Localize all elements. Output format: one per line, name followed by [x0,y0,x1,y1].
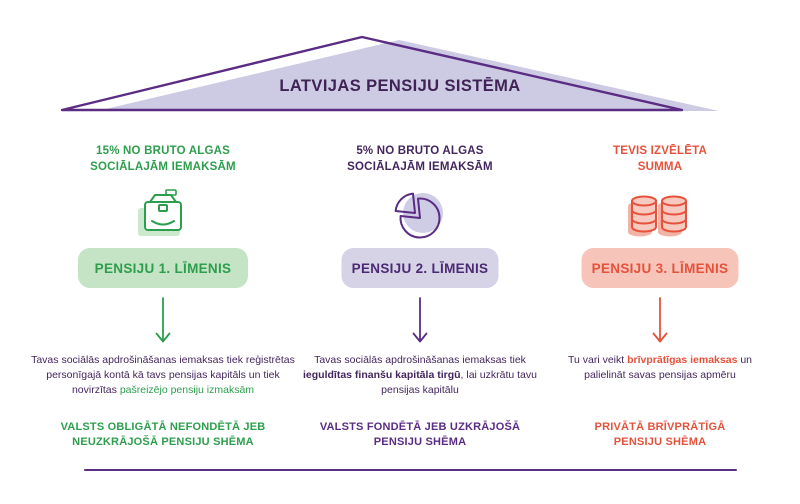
coin-stacks-icon [540,187,780,247]
down-arrow-icon [302,297,538,349]
description-highlight: pašreizējo pensiju izmaksām [119,384,255,396]
contribution-heading-line1: 5% NO BRUTO ALGAS [356,145,484,157]
scheme-label: VALSTS OBLIGĀTĀ NEFONDĒTĀ JEB NEUZKRĀJOŠ… [23,420,303,450]
roof-shadow [97,40,719,111]
description-text: Tavas sociālās apdrošināšanas iemaksas t… [31,354,295,396]
pension-level-2-pill: PENSIJU 2. LĪMENIS [341,248,499,288]
contribution-heading-line2: SOCIĀLAJĀM IEMAKSĀM [347,161,493,173]
level-3-description: Tu vari veikt brīvprātīgas iemaksas un p… [547,353,773,383]
scheme-label-line2: NEUZKRĀJOŠĀ PENSIJU SHĒMA [72,436,254,448]
scheme-label-line1: PRIVĀTĀ BRĪVPRĀTĪGĀ [594,421,726,433]
scheme-label-line1: VALSTS FONDĒTĀ JEB UZKRĀJOŠĀ [319,421,521,433]
contribution-heading-line1: TEVIS IZVĒLĒTA [613,145,707,157]
roof-outline [60,35,684,112]
contribution-heading-line2: SUMMA [637,161,683,173]
pension-level-3-pill: PENSIJU 3. LĪMENIS [581,248,739,288]
contribution-heading: 15% NO BRUTO ALGAS SOCIĀLAJĀM IEMAKSĀM [23,143,303,175]
pension-level-1-pill: PENSIJU 1. LĪMENIS [78,248,248,288]
description-bold: ieguldītas finanšu kapitāla tirgū [303,369,461,381]
column-level-1: 15% NO BRUTO ALGAS SOCIĀLAJĀM IEMAKSĀM P… [23,143,303,504]
description-text: Tavas sociālās apdrošināšanas iemaksas t… [314,354,526,366]
floor-line [84,469,737,471]
pie-chart-icon [302,187,538,247]
scheme-label-line2: PENSIJU SHĒMA [613,436,707,448]
description-text: , lai uzkrātu tavu pensijas kapitālu [381,369,537,396]
level-1-description: Tavas sociālās apdrošināšanas iemaksas t… [24,353,302,398]
down-arrow-icon [540,297,780,349]
scheme-label: PRIVĀTĀ BRĪVPRĀTĪGĀ PENSIJU SHĒMA [540,420,780,450]
down-arrow-icon [23,297,303,349]
scheme-label-line1: VALSTS OBLIGĀTĀ NEFONDĒTĀ JEB [60,421,266,433]
column-level-2: 5% NO BRUTO ALGAS SOCIĀLAJĀM IEMAKSĀM PE… [302,143,538,504]
description-text: un palielināt savas pensijas apmēru [584,354,753,381]
roof-shape [60,35,719,112]
contribution-heading-line2: SOCIĀLAJĀM IEMAKSĀM [90,161,236,173]
description-text: Tu vari veikt [567,354,628,366]
contribution-heading-line1: 15% NO BRUTO ALGAS [96,145,230,157]
briefcase-icon [23,187,303,247]
contribution-heading: 5% NO BRUTO ALGAS SOCIĀLAJĀM IEMAKSĀM [302,143,538,175]
scheme-label: VALSTS FONDĒTĀ JEB UZKRĀJOŠĀ PENSIJU SHĒ… [302,420,538,450]
page-title: LATVIJAS PENSIJU SISTĒMA [279,77,521,95]
column-level-3: TEVIS IZVĒLĒTA SUMMA [540,143,780,504]
scheme-label-line2: PENSIJU SHĒMA [373,436,467,448]
contribution-heading: TEVIS IZVĒLĒTA SUMMA [540,143,780,175]
description-highlight: brīvprātīgas iemaksas [627,354,738,366]
level-2-description: Tavas sociālās apdrošināšanas iemaksas t… [303,353,537,398]
